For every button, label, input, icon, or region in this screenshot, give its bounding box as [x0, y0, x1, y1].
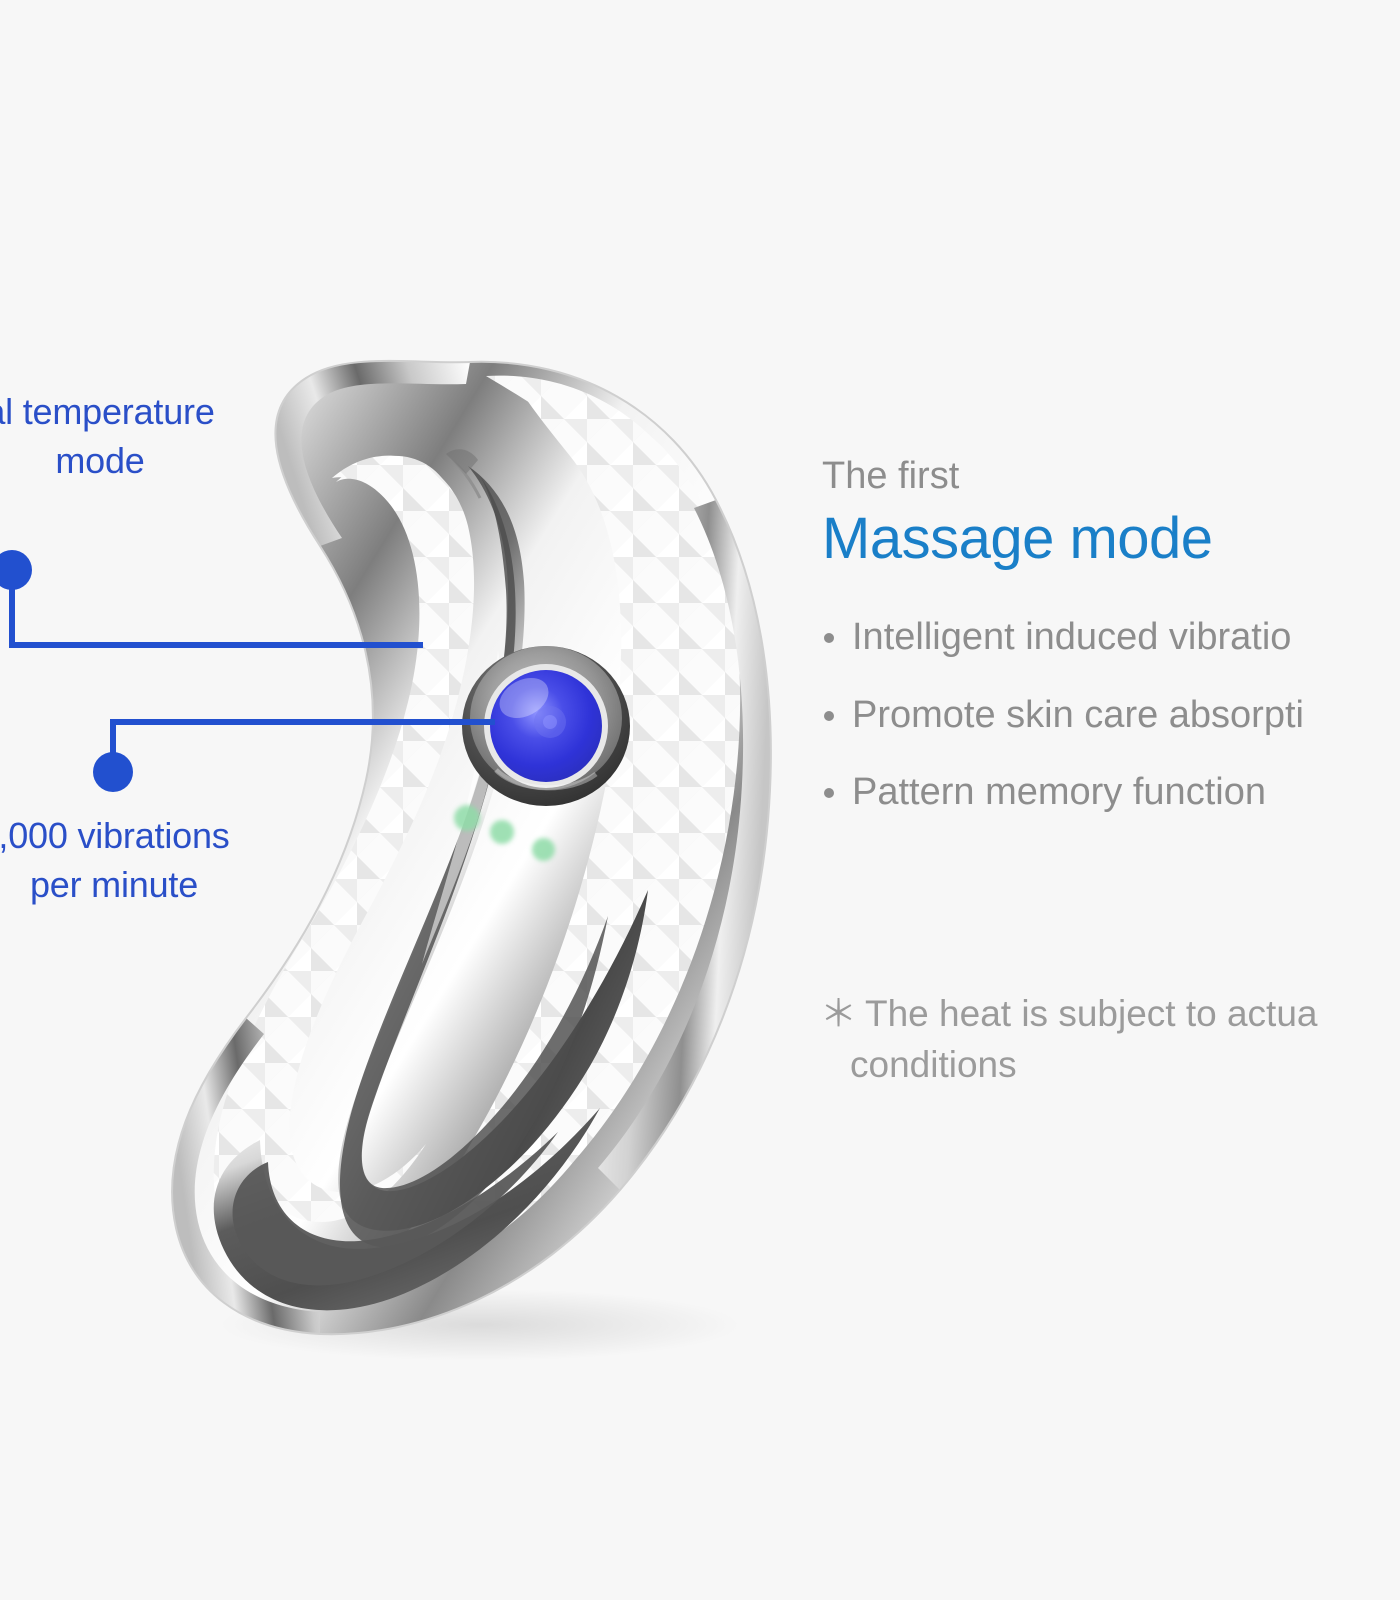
feature-label: Intelligent induced vibratio [852, 616, 1292, 659]
top-notch-dark [446, 449, 478, 474]
gua-sha-massager-illustration [150, 350, 850, 1361]
footnote-line-1: The heat is subject to actua [865, 993, 1318, 1034]
callout-vibration-line-2: per minute [29, 863, 199, 905]
power-button-gloss [499, 677, 549, 719]
footnote-line-2: conditions [850, 1044, 1017, 1086]
led-indicator-2 [490, 820, 514, 844]
feature-text-column: The first Massage mode Intelligent induc… [822, 455, 1400, 848]
list-item: Promote skin care absorpti [822, 693, 1400, 739]
callout-label-vibration: ,000 vibrations per minute [0, 812, 274, 909]
callout-temperature-line-2: mode [55, 439, 145, 481]
power-button-center-dot [543, 715, 557, 729]
right-edge-bevel [598, 500, 771, 1190]
callout-label-temperature: al temperature mode [0, 388, 260, 485]
device-outline [171, 359, 772, 1336]
footnote-disclaimer: ＊The heat is subject to actua conditions [820, 988, 1400, 1090]
bottom-tail-dark-core [232, 1132, 558, 1286]
right-wing-lobe [438, 375, 736, 1269]
bullet-dot-icon [824, 710, 834, 721]
feature-label: Pattern memory function [852, 771, 1266, 814]
left-wing-panel [213, 455, 466, 1291]
callout-vibration-line-1: ,000 vibrations [0, 815, 230, 856]
callout-dot-temperature [0, 550, 32, 590]
bullet-dot-icon [824, 633, 834, 644]
callout-temperature-line-1: al temperature [0, 391, 215, 432]
list-item: Pattern memory function [822, 770, 1400, 816]
asterisk-icon: ＊ [820, 993, 857, 1034]
lower-left-edge-bevel [172, 1018, 320, 1334]
led-indicator-3 [532, 838, 555, 861]
bullet-dot-icon [824, 788, 834, 799]
callout-dot-vibration [93, 752, 133, 792]
led-indicator-1 [454, 805, 480, 831]
feature-label: Promote skin care absorpti [852, 693, 1304, 736]
right-wing-panel [372, 389, 741, 1282]
power-button[interactable] [462, 646, 630, 806]
feature-list: Intelligent induced vibratio Promote ski… [822, 615, 1400, 816]
power-button-bottom-shine [494, 768, 598, 791]
list-item: Intelligent induced vibratio [822, 615, 1400, 661]
center-dark-reflection [339, 476, 608, 1248]
eyebrow-text: The first [822, 455, 960, 497]
left-wing-lobe [253, 455, 475, 1222]
headline-massage-mode: Massage mode [822, 505, 1213, 571]
left-edge-bevel [275, 360, 470, 546]
